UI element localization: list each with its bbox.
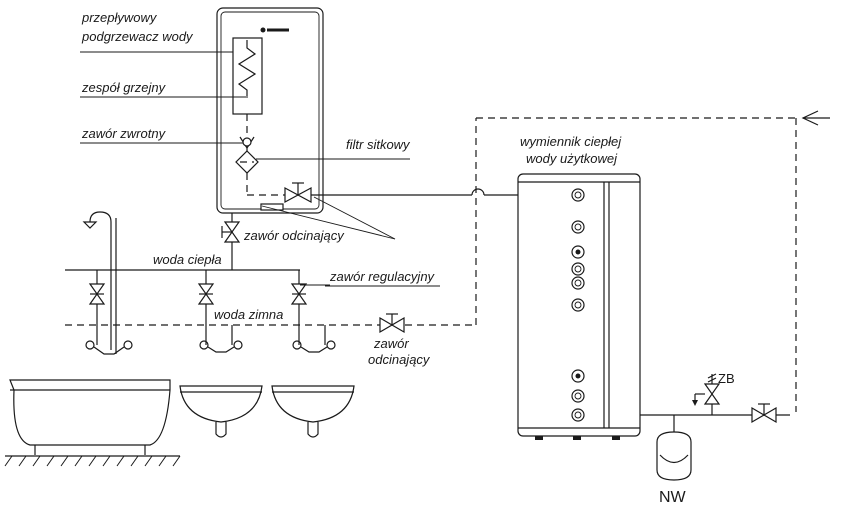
inlet-shutoff-valve-icon: [751, 403, 777, 424]
tank-connector-9: [571, 408, 585, 422]
tank-connector-7: [571, 369, 585, 383]
tank-connector-6: [571, 298, 585, 312]
bathtub: [4, 379, 181, 467]
shower-hose: [89, 211, 112, 325]
leader-lines: [80, 51, 440, 287]
bath-tap-assembly: [82, 211, 133, 355]
exchanger-label-line1: wymiennik ciepłej: [520, 134, 622, 149]
tank-connector-2: [571, 220, 585, 234]
shower-head-icon: [82, 221, 98, 229]
sink-1: [179, 385, 263, 438]
shutoff-valve-low-label-line2: odcinający: [368, 352, 431, 367]
sink-tap-1-assembly: [197, 270, 243, 353]
heating-unit-label: zespół grzejny: [81, 80, 167, 95]
check-valve-label: zawór zwrotny: [81, 126, 167, 141]
exchanger-label-line2: wody użytkowej: [526, 151, 618, 166]
flow-heater: [216, 7, 324, 214]
shutoff-valve-top-icon: [221, 221, 241, 243]
shutoff-valve-low-icon: [379, 313, 405, 334]
cold-water-label: woda zimna: [214, 307, 283, 322]
safety-valve-icon: [692, 373, 721, 415]
tank-connector-8: [571, 389, 585, 403]
tank-connector-1: [571, 188, 585, 202]
control-valve-label: zawór regulacyjny: [329, 269, 436, 284]
hot-water-tank: [517, 173, 641, 440]
heater-connector: [260, 203, 284, 211]
expansion-vessel-icon: [656, 415, 692, 481]
safety-valve-label: ZB: [718, 371, 735, 386]
flow-heater-label-line2: podgrzewacz wody: [81, 29, 194, 44]
shutoff-valve-top-label: zawór odcinający: [243, 228, 345, 243]
sink-2: [271, 385, 355, 438]
heating-element-icon: [237, 40, 257, 96]
brand-logo-icon: [260, 27, 289, 33]
tank-connector-3: [571, 245, 585, 259]
shutoff-valve-low-label-line1: zawór: [373, 336, 409, 351]
tank-connector-5: [571, 276, 585, 290]
hot-water-label: woda ciepła: [153, 252, 222, 267]
sink-tap-2-assembly: [290, 270, 336, 353]
strainer-label: filtr sitkowy: [346, 137, 411, 152]
pipe-crossing: [471, 188, 485, 196]
flow-heater-label-line1: przepływowy: [81, 10, 158, 25]
tank-connector-4: [571, 262, 585, 276]
expansion-vessel-label: NW: [659, 489, 687, 506]
